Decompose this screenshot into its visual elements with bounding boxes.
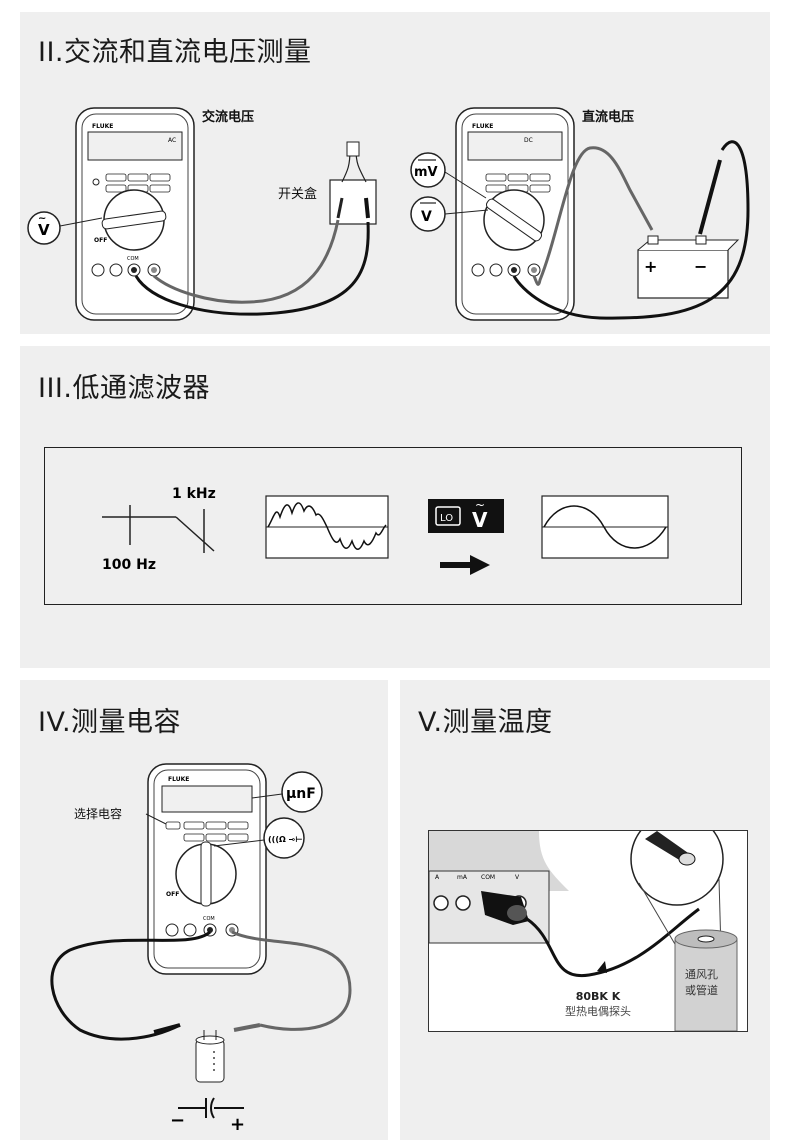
vent-line2: 或管道 xyxy=(685,984,718,997)
dial-ohm-badge: (((Ω ⊸⊢ xyxy=(268,835,303,844)
dc-meter-brand: FLUKE xyxy=(472,123,493,130)
jack-a-label: A xyxy=(435,874,440,881)
jack-ma-label: mA xyxy=(457,874,468,881)
ac-meter-off: OFF xyxy=(94,237,107,244)
select-capacitance-label: 选择电容 xyxy=(74,807,123,821)
cap-meter-brand: FLUKE xyxy=(168,776,189,783)
section-temperature-title: V.测量温度 xyxy=(418,707,553,738)
ac-v-tilde-badge: V xyxy=(38,221,50,239)
cap-minus: − xyxy=(170,1110,185,1131)
dc-meter-display-text: DC xyxy=(524,137,533,144)
dc-voltage-label: 直流电压 xyxy=(582,110,635,125)
vent-line1: 通风孔 xyxy=(685,968,718,981)
temperature-illustration: A mA COM V 通风孔 或管道 80BK K 型热电偶探头 xyxy=(428,830,748,1032)
ac-meter-brand: FLUKE xyxy=(92,123,113,130)
section-lowpass-title: III.低通滤波器 xyxy=(38,373,210,404)
svg-text:~: ~ xyxy=(475,498,485,512)
svg-text:~: ~ xyxy=(38,213,46,224)
cap-meter-com: COM xyxy=(203,916,215,922)
vent-label: 通风孔 或管道 xyxy=(685,967,718,999)
dc-v-badge: V xyxy=(421,209,432,225)
battery-plus: + xyxy=(644,257,657,276)
lowpass-diagram: 1 kHz 100 Hz LO V ~ xyxy=(102,486,669,575)
probe-label: 80BK K 型热电偶探头 xyxy=(565,989,631,1019)
probe-line1: 80BK K xyxy=(575,990,621,1003)
cap-plus: + xyxy=(230,1114,245,1135)
jack-com-label: COM xyxy=(481,874,495,881)
ac-meter-display-text: AC xyxy=(168,137,176,144)
ac-voltage-label: 交流电压 xyxy=(202,110,255,125)
probe-line2: 型热电偶探头 xyxy=(565,1005,631,1018)
lo-button-label: LO xyxy=(440,513,453,524)
battery-minus: − xyxy=(694,257,707,276)
dc-meter-illustration: FLUKE DC mV V + − xyxy=(410,107,750,321)
capacitance-meter-illustration: FLUKE OFF COM µnF (((Ω ⊸⊢ − + xyxy=(50,763,352,1135)
dc-mv-badge: mV xyxy=(414,165,438,180)
ac-meter-illustration: FLUKE AC OFF COM V ~ xyxy=(27,107,377,321)
ac-meter-com: COM xyxy=(127,256,139,262)
jack-v-label: V xyxy=(515,874,520,881)
freq-low-label: 100 Hz xyxy=(102,557,156,573)
v-ac-label: V xyxy=(472,508,488,532)
cap-meter-off: OFF xyxy=(166,891,179,898)
section-ac-dc-title: II.交流和直流电压测量 xyxy=(38,37,312,68)
unf-badge: µnF xyxy=(286,786,316,802)
section-capacitance-title: IV.测量电容 xyxy=(38,707,182,738)
switch-box-label: 开关盒 xyxy=(278,187,318,202)
freq-high-label: 1 kHz xyxy=(172,486,216,502)
